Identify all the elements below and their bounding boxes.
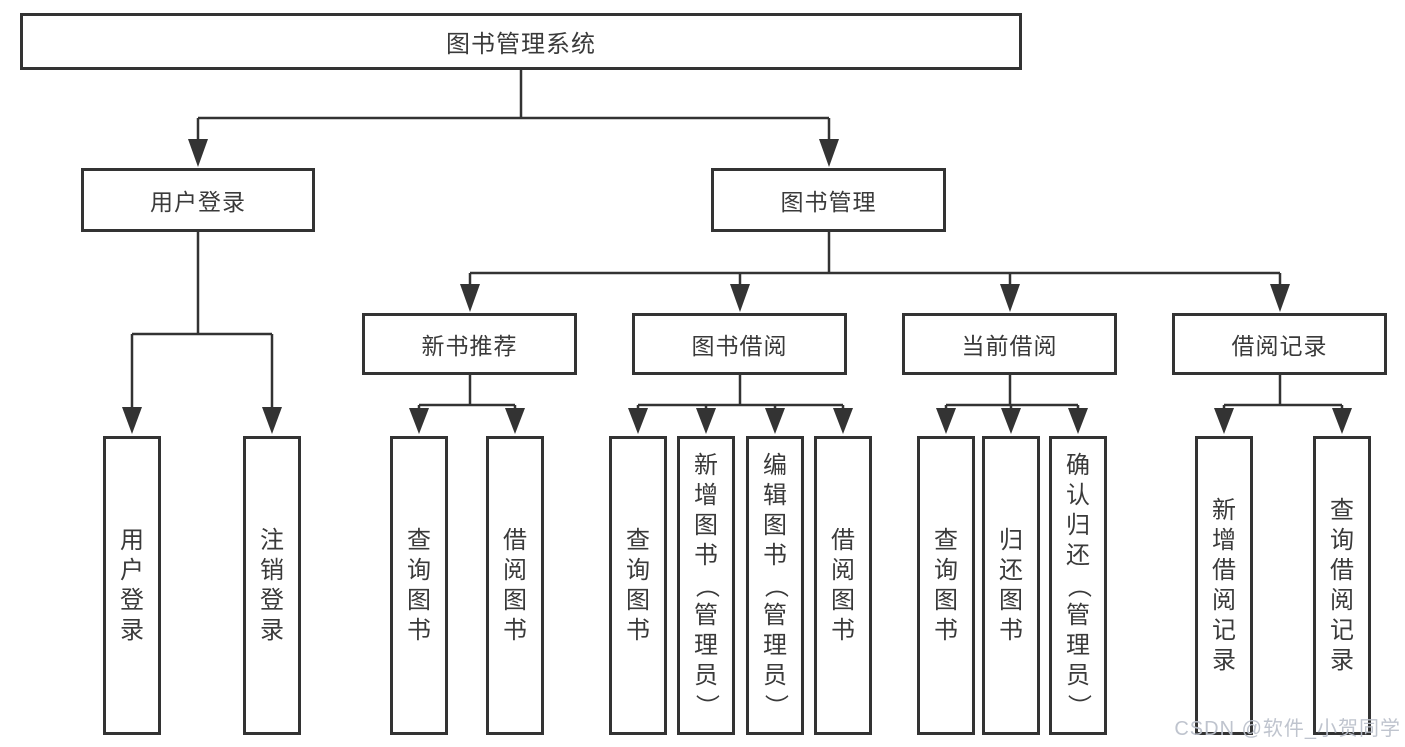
node-library-management-system: 图书管理系统 xyxy=(20,13,1022,70)
arrowheads xyxy=(122,139,1352,434)
leaf-user-login: 用户登录 xyxy=(103,436,161,735)
leaf-logout: 注销登录 xyxy=(243,436,301,735)
leaf-query-books-current: 查询图书 xyxy=(917,436,975,735)
leaf-add-books-admin: 新增图书（管理员） xyxy=(677,436,735,735)
node-book-management-branch: 图书管理 xyxy=(711,168,946,232)
node-borrowing-records: 借阅记录 xyxy=(1172,313,1387,375)
leaf-query-borrow-record: 查询借阅记录 xyxy=(1313,436,1371,735)
leaf-edit-books-admin: 编辑图书（管理员） xyxy=(746,436,804,735)
leaf-borrow-books-newbook: 借阅图书 xyxy=(486,436,544,735)
leaf-query-books-borrow: 查询图书 xyxy=(609,436,667,735)
leaf-add-borrow-record: 新增借阅记录 xyxy=(1195,436,1253,735)
leaf-borrow-books: 借阅图书 xyxy=(814,436,872,735)
node-current-borrowing: 当前借阅 xyxy=(902,313,1117,375)
node-book-borrowing: 图书借阅 xyxy=(632,313,847,375)
csdn-watermark: CSDN @软件_小贺同学 xyxy=(1174,718,1401,740)
leaf-confirm-return-admin: 确认归还（管理员） xyxy=(1049,436,1107,735)
leaf-return-books: 归还图书 xyxy=(982,436,1040,735)
leaf-query-books-newbook: 查询图书 xyxy=(390,436,448,735)
node-new-book-recommend: 新书推荐 xyxy=(362,313,577,375)
node-user-login-branch: 用户登录 xyxy=(81,168,315,232)
